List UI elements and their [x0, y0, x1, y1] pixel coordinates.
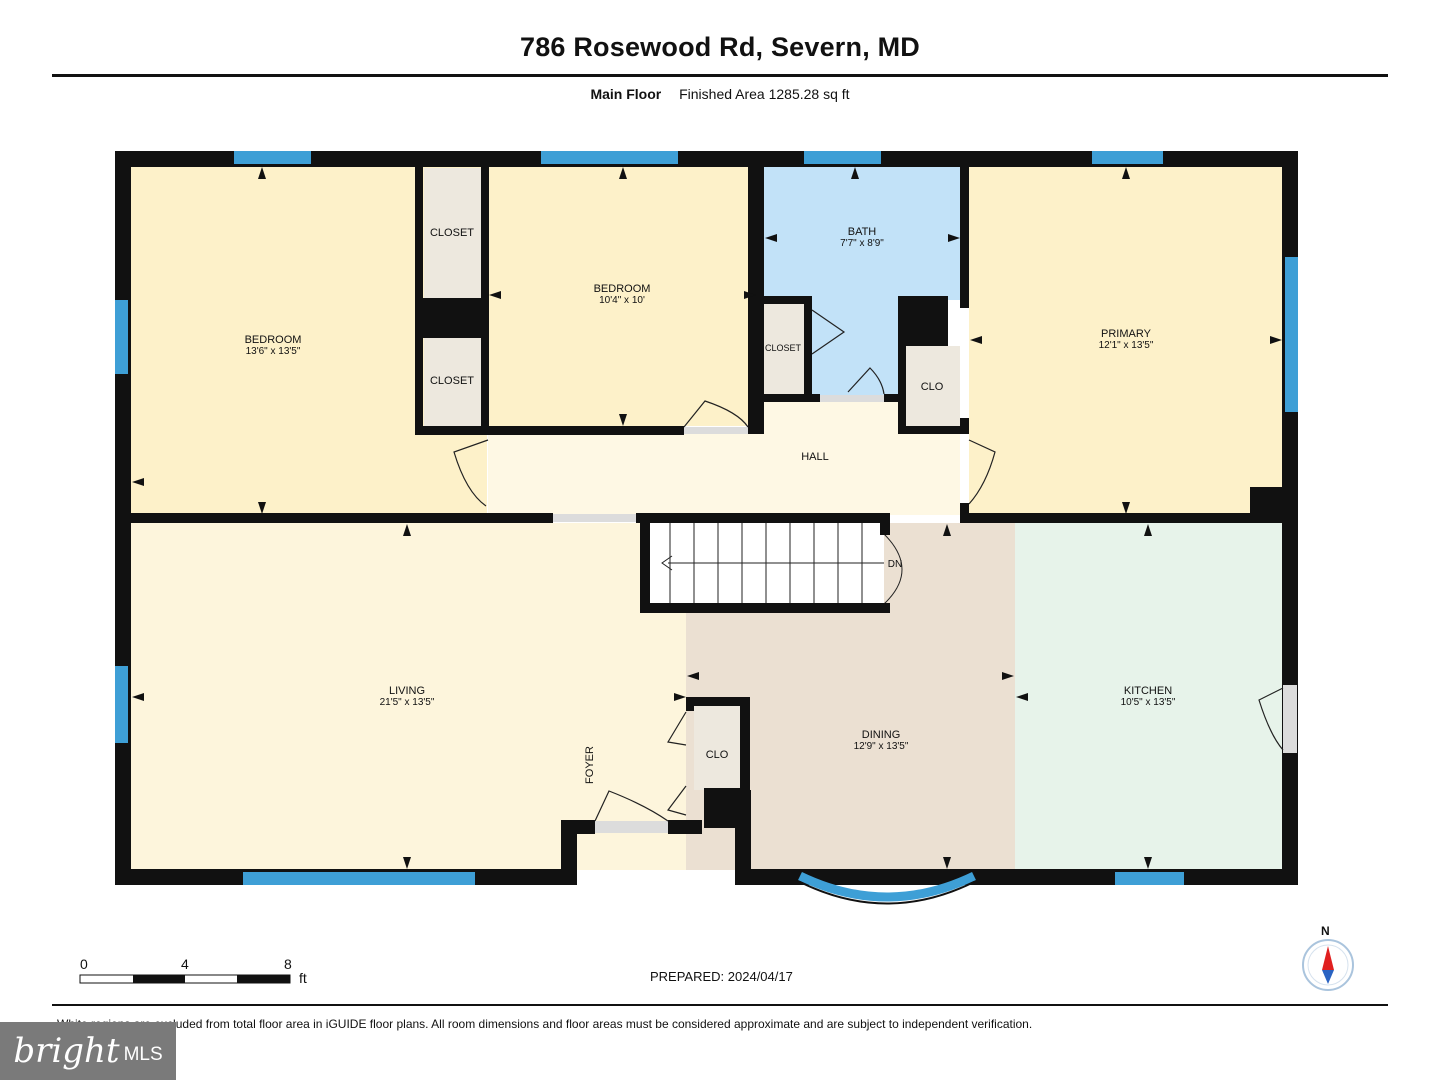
bedroom-mid-fill [488, 166, 756, 426]
closet-bath-fill [764, 304, 804, 394]
stairs-down-label: DN [887, 559, 903, 570]
brand-sub: MLS [123, 1044, 163, 1065]
plan-subtitle: Main Floor Finished Area 1285.28 sq ft [0, 86, 1440, 102]
scale-label-4: 4 [181, 956, 189, 972]
finished-area: Finished Area 1285.28 sq ft [679, 86, 850, 102]
brand-main: bright [13, 1031, 120, 1071]
disclaimer-text: White regions are excluded from total fl… [57, 1017, 1033, 1031]
closet-upper-label: CLOSET [429, 227, 475, 239]
scale-unit: ft [299, 970, 307, 986]
scale-label-8: 8 [284, 956, 292, 972]
living-fill [131, 523, 686, 870]
dimension-arrows [132, 167, 1282, 869]
primary-fill [969, 166, 1283, 516]
title-rule [52, 74, 1388, 77]
bath-fill [764, 166, 961, 300]
room-bath: BATH 7'7" x 8'9" [840, 226, 884, 249]
closet-lower-label: CLOSET [429, 375, 475, 387]
bright-mls-logo: bright MLS [0, 1022, 176, 1080]
footer-rule [52, 1004, 1388, 1006]
clo-foyer-label: CLO [705, 749, 729, 761]
openings [553, 395, 1297, 833]
staircase [646, 523, 903, 605]
room-bedroom-mid: BEDROOM 10'4" x 10' [593, 283, 651, 306]
clo-foyer-fill [694, 706, 740, 790]
kitchen-fill [1015, 523, 1283, 870]
clo-primary-fill [905, 346, 960, 426]
room-kitchen: KITCHEN 10'5" x 13'5" [1120, 685, 1176, 708]
doors [453, 309, 1284, 822]
plan-title: 786 Rosewood Rd, Severn, MD [520, 32, 920, 62]
prepared-date: PREPARED: 2024/04/17 [650, 969, 793, 984]
room-primary: PRIMARY 12'1" x 13'5" [1098, 328, 1154, 351]
hall-fill-2 [764, 402, 898, 442]
bay-window-outline [799, 881, 975, 905]
compass-icon [1302, 939, 1354, 991]
room-dining: DINING 12'9" x 13'5" [853, 729, 909, 752]
room-living: LIVING 21'5" x 13'5" [379, 685, 435, 708]
hall-fill [488, 433, 960, 515]
foyer-label: FOYER [584, 746, 596, 784]
closet-upper-fill [424, 168, 482, 298]
bay-window [798, 871, 976, 902]
floor-name: Main Floor [590, 86, 662, 102]
closet-bath-label: CLOSET [764, 343, 802, 353]
scale-label-0: 0 [80, 956, 88, 972]
room-bedroom-left: BEDROOM 13'6" x 13'5" [244, 334, 302, 357]
clo-primary-label: CLO [920, 381, 944, 393]
windows [115, 151, 1298, 885]
scale-bar [79, 974, 291, 984]
bath-fill-lower [810, 296, 898, 402]
closet-lower-fill [424, 338, 482, 426]
room-hall: HALL [801, 451, 829, 463]
compass-north-label: N [1321, 924, 1330, 938]
